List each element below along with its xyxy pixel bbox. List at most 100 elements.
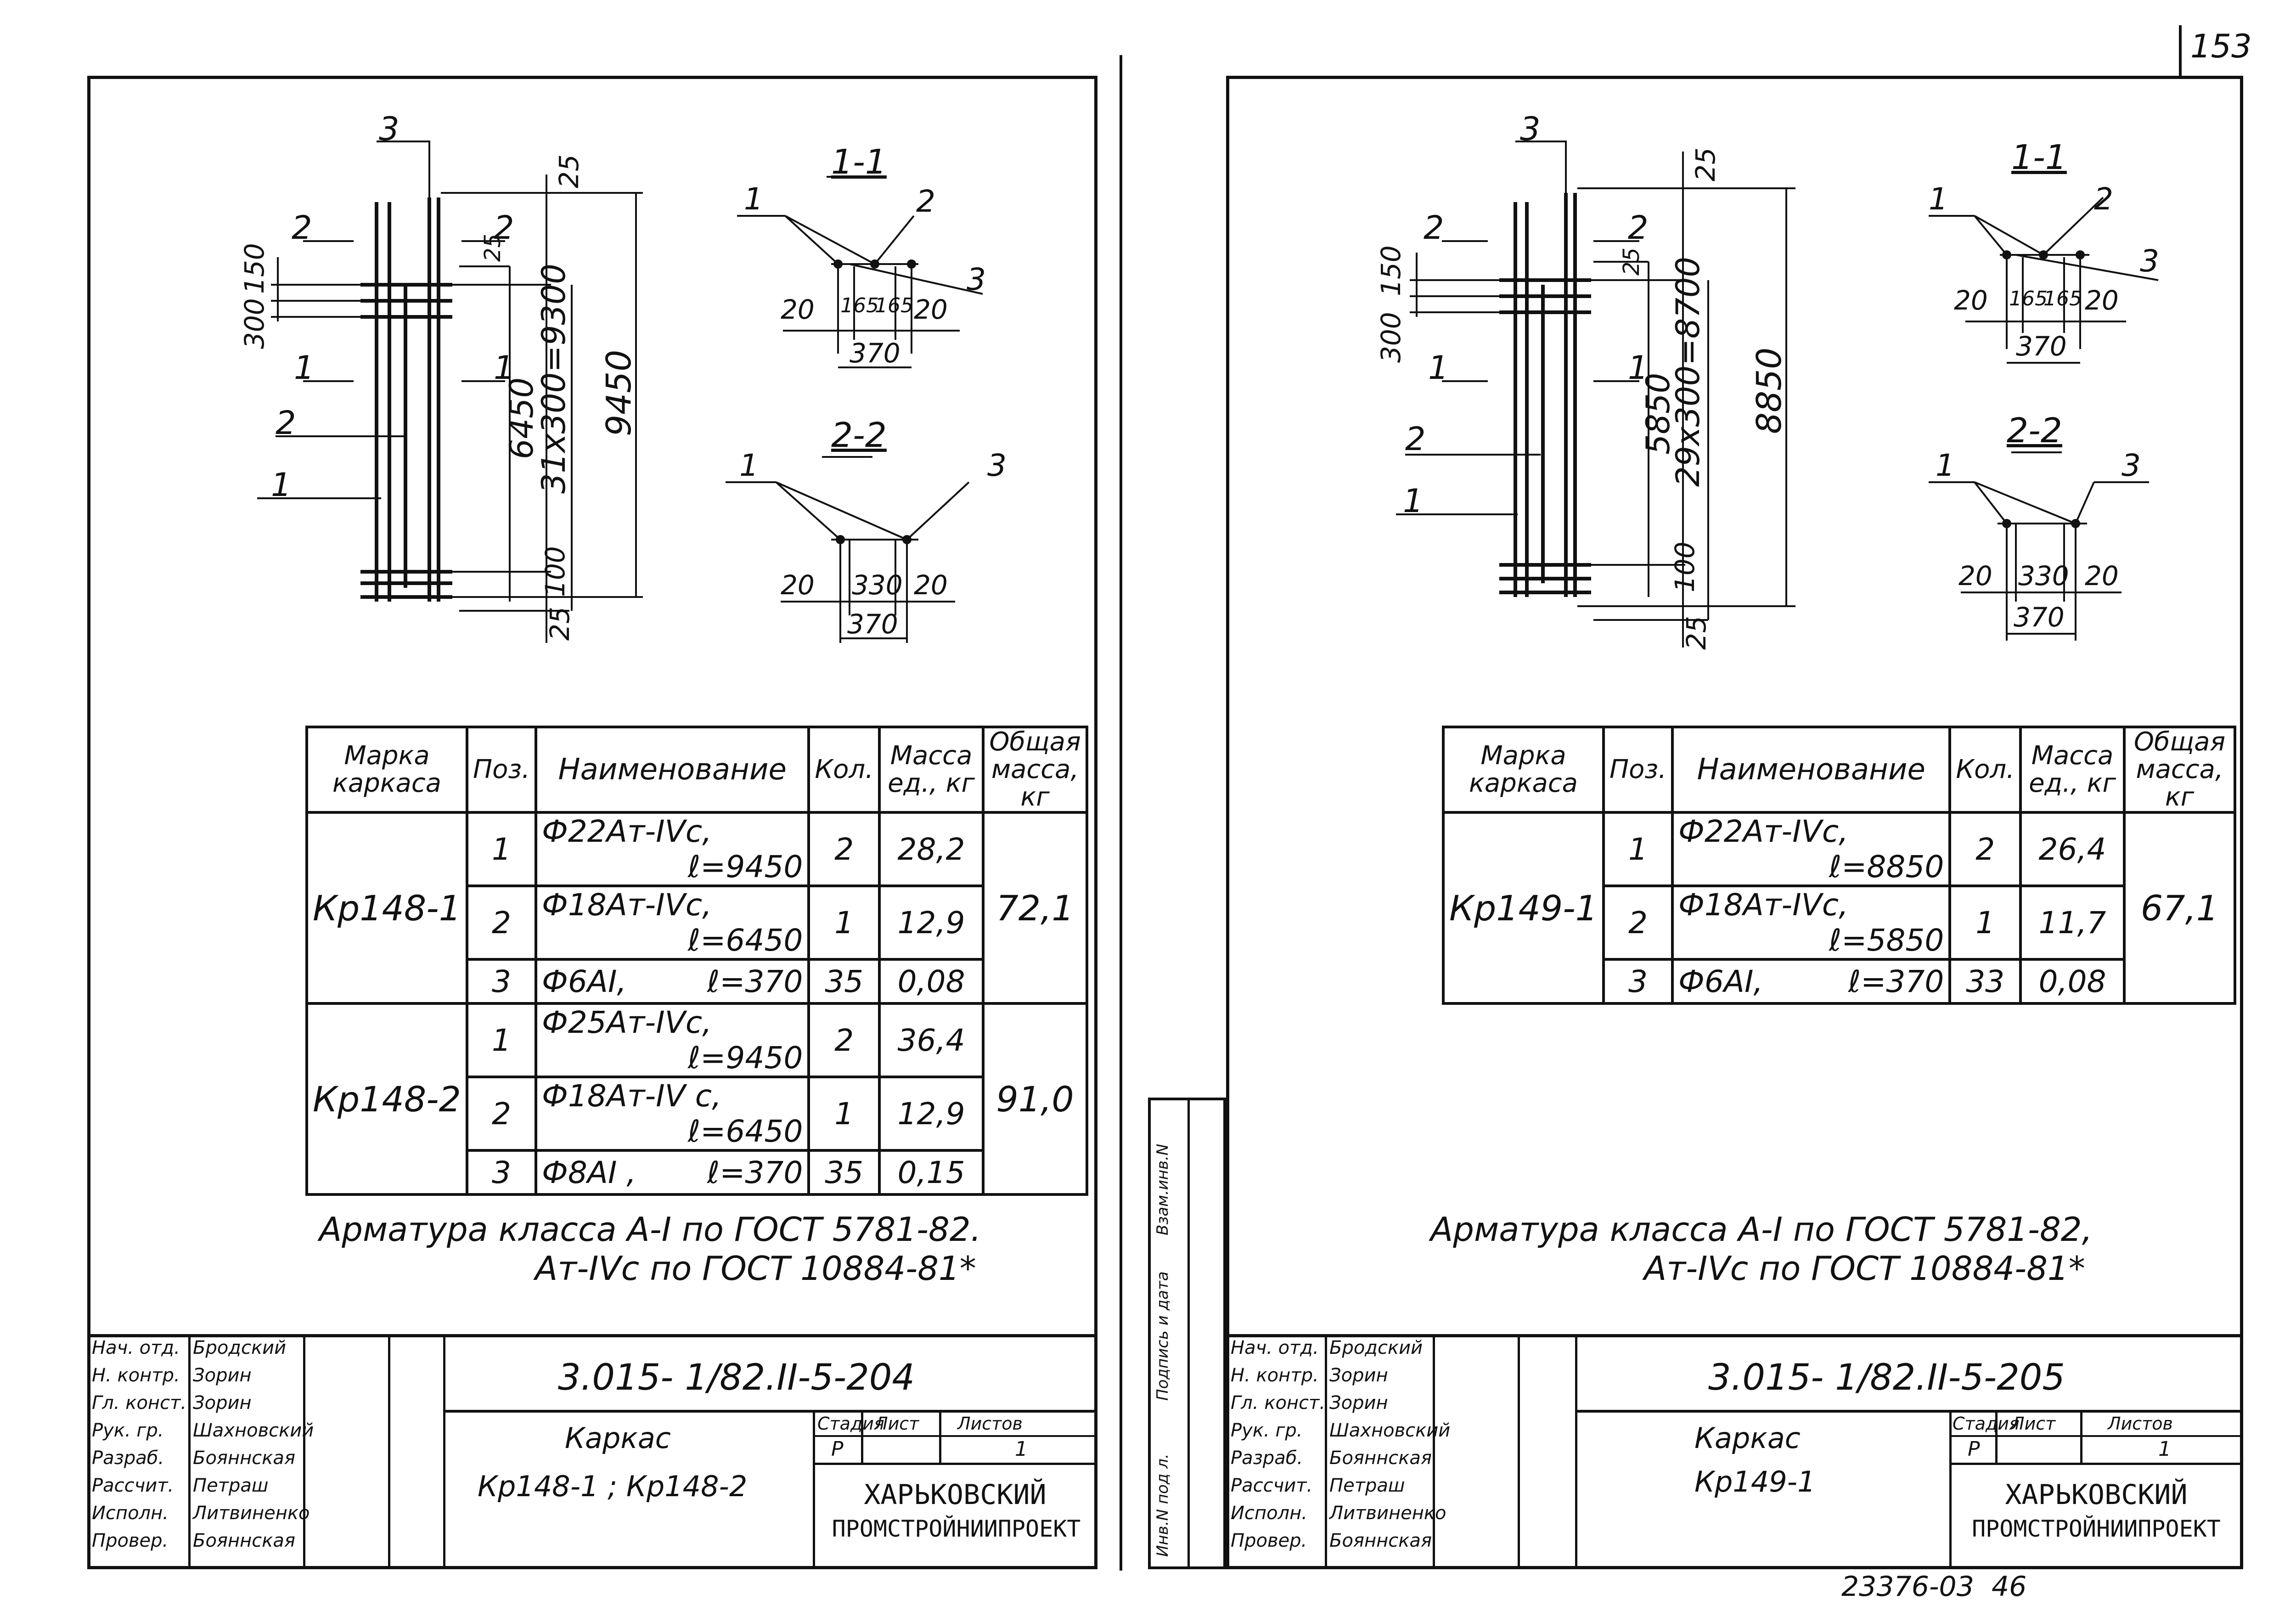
right-s22-d20b: 20: [2085, 560, 2119, 591]
left-s22-d20b: 20: [914, 569, 948, 601]
table-cell: 1: [807, 884, 881, 961]
tb-line: [813, 1410, 815, 1569]
left-stage-header: Стадия: [817, 1414, 884, 1434]
left-s22-d370: 370: [847, 608, 898, 640]
right-staff-role-4: Разраб.: [1231, 1448, 1303, 1469]
table-cell: Ф25Ат-IVс,: [542, 1005, 712, 1040]
left-s22-d330: 330: [852, 569, 903, 601]
right-s11-p3: 3: [2140, 243, 2159, 279]
table-cell: 1: [1948, 884, 2022, 961]
left-s11-d165a: 165: [840, 294, 879, 317]
table-cell: 3: [466, 958, 537, 1005]
left-staff-role-5: Рассчит.: [92, 1475, 174, 1496]
left-s11-d20a: 20: [781, 294, 815, 325]
left-s22-title: 2-2: [831, 416, 887, 455]
table-cell: Ф18Ат-IVс,ℓ=5850: [1671, 884, 1952, 961]
right-staff-role-6: Исполн.: [1231, 1503, 1307, 1524]
table-cell: Ф6АI,: [542, 963, 627, 999]
left-s22-d20a: 20: [781, 569, 815, 601]
table-cell: ℓ=9450: [687, 849, 803, 884]
right-dim-8850: 8850: [1750, 347, 1789, 434]
right-org-line1: ХАРЬКОВСКИЙ: [2005, 1479, 2188, 1511]
right-s22-d370: 370: [2014, 602, 2065, 633]
right-staff-name-5: Петраш: [1329, 1475, 1405, 1496]
right-cut2b-label: 2: [1628, 209, 1649, 247]
tb-line: [1325, 1334, 1327, 1569]
right-th-name: Наименование: [1671, 726, 1952, 814]
right-g1-mark: Кр149-1: [1441, 811, 1605, 1005]
right-staff-name-1: Зорин: [1329, 1365, 1388, 1386]
right-staff-name-0: Бродский: [1329, 1337, 1423, 1358]
right-staff-name-3: Шахновский: [1329, 1420, 1451, 1441]
right-th-qty: Кол.: [1948, 726, 2022, 814]
tb-line: [188, 1334, 191, 1569]
left-g1-total: 72,1: [982, 811, 1088, 1005]
left-th-pos: Поз.: [466, 726, 537, 814]
right-stage-header: Стадия: [1953, 1414, 2020, 1434]
right-doc-code: 3.015- 1/82.II-5-205: [1708, 1357, 2065, 1398]
table-cell: 1: [1602, 811, 1674, 887]
tb-line: [1433, 1334, 1435, 1569]
left-th-unit: Масса ед., кг: [878, 726, 985, 814]
right-staff-role-0: Нач. отд.: [1231, 1337, 1319, 1358]
right-cut2-label: 2: [1424, 209, 1444, 247]
left-th-name: Наименование: [534, 726, 810, 814]
table-cell: 1: [466, 811, 537, 887]
left-s11-d370: 370: [850, 338, 900, 369]
right-s11-p2: 2: [2094, 181, 2113, 217]
tb-line: [388, 1334, 390, 1569]
table-cell: ℓ=9450: [687, 1040, 803, 1076]
left-th-mark: Марка каркаса: [305, 726, 469, 814]
left-doc-name-line2: Кр148-1 ; Кр148-2: [478, 1470, 748, 1503]
left-staff-role-6: Исполн.: [92, 1503, 169, 1524]
right-staff-name-6: Литвиненко: [1329, 1503, 1446, 1524]
right-staff-name-2: Зорин: [1329, 1392, 1388, 1414]
left-doc-code: 3.015- 1/82.II-5-204: [558, 1357, 915, 1398]
right-dim-25-mid: 25: [1619, 247, 1644, 276]
table-cell: Ф8АI ,ℓ=370: [534, 1149, 810, 1196]
left-g2-mark: Кр148-2: [305, 1002, 469, 1196]
right-s22-p3: 3: [2122, 448, 2141, 483]
table-cell: 2: [1948, 811, 2022, 887]
left-th-qty: Кол.: [807, 726, 881, 814]
tb-line: [813, 1435, 1097, 1437]
left-cut2b-label: 2: [494, 209, 514, 247]
table-cell: Ф18Ат-IVс,: [1678, 887, 1849, 923]
right-sheets-header: Листов: [2108, 1414, 2173, 1434]
right-s11-d20a: 20: [1954, 285, 1988, 316]
table-cell: 33: [1948, 958, 2022, 1005]
right-s22-title: 2-2: [2007, 411, 2062, 451]
table-cell: 2: [466, 884, 537, 961]
sheet-right: [1226, 76, 2243, 1569]
page-number-mark: [2179, 25, 2182, 78]
left-th-total: Общая масса, кг: [982, 726, 1088, 814]
left-s11-p2: 2: [916, 184, 935, 219]
table-cell: 3: [466, 1149, 537, 1196]
table-cell: 11,7: [2019, 884, 2126, 961]
right-staff-role-2: Гл. конст.: [1231, 1392, 1326, 1414]
right-dim-150: 150: [1375, 245, 1407, 296]
right-th-total: Общая масса, кг: [2123, 726, 2236, 814]
table-cell: 28,2: [878, 811, 985, 887]
right-s22-p1: 1: [1936, 448, 1955, 483]
table-cell: 2: [466, 1076, 537, 1152]
right-dim-span: 29х300=8700: [1669, 257, 1707, 487]
right-dim-25-bot: 25: [1681, 616, 1712, 650]
right-s22-d20a: 20: [1958, 560, 1992, 591]
table-cell: 36,4: [878, 1002, 985, 1078]
right-note-line1: Арматура класса А-I по ГОСТ 5781-82,: [1430, 1210, 2093, 1249]
center-fold-line: [1120, 55, 1122, 1571]
right-th-unit: Масса ед., кг: [2019, 726, 2126, 814]
left-s22-p1: 1: [739, 448, 759, 483]
table-cell: Ф6АI,ℓ=370: [534, 958, 810, 1005]
right-dim-300: 300: [1375, 312, 1407, 363]
left-staff-role-0: Нач. отд.: [92, 1337, 180, 1358]
table-cell: Ф8АI ,: [542, 1155, 636, 1190]
tb-line: [1949, 1410, 1952, 1569]
right-s11-d165b: 165: [2043, 287, 2082, 310]
left-stage-value: Р: [831, 1437, 844, 1461]
table-cell: 26,4: [2019, 811, 2126, 887]
tb-line: [1949, 1463, 2243, 1465]
left-staff-role-4: Разраб.: [92, 1448, 164, 1469]
